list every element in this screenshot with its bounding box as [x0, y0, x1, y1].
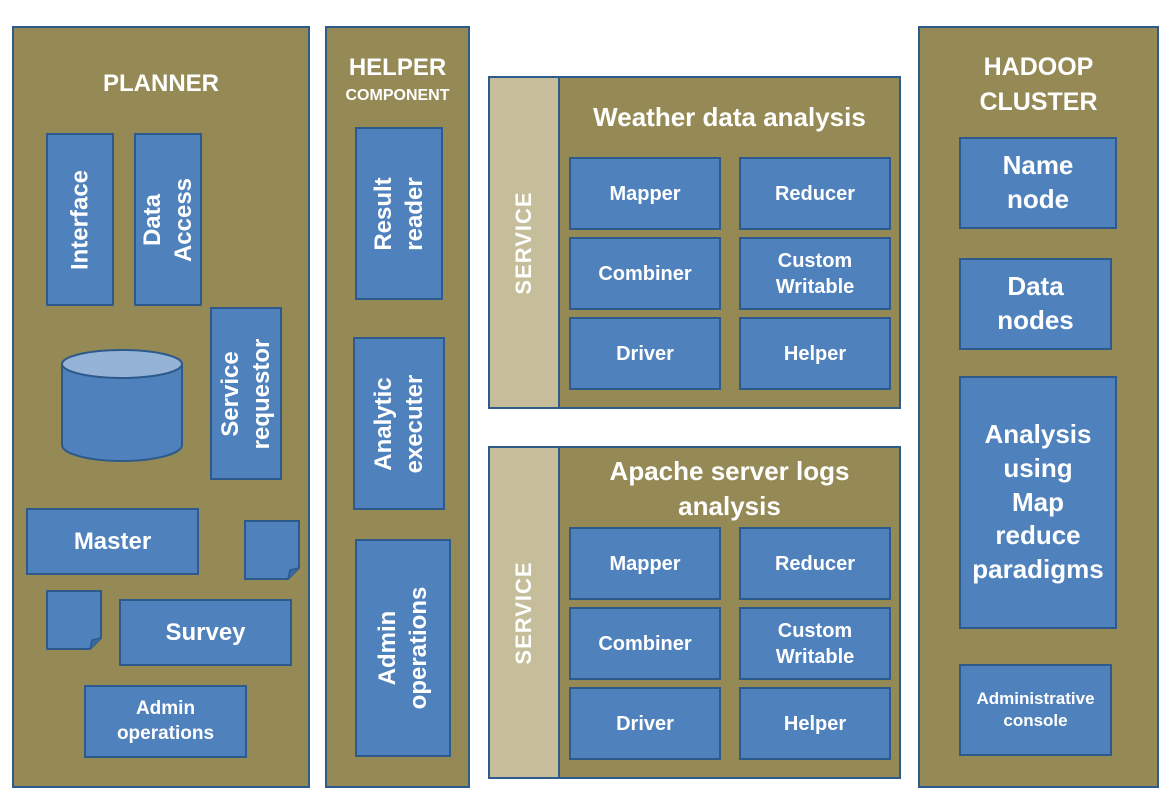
document-icon — [244, 520, 300, 580]
weather-title: Weather data analysis — [593, 102, 866, 132]
reducer-box: Reducer — [739, 527, 891, 600]
helper-subtitle: COMPONENT — [345, 87, 450, 104]
helper-box: Helper — [739, 687, 891, 760]
weather-service-panel: SERVICE Weather data analysis Mapper Red… — [488, 76, 901, 409]
database-icon — [61, 349, 183, 462]
data-access-box: Data Access — [134, 133, 202, 306]
planner-title: PLANNER — [102, 70, 219, 97]
mapper-box: Mapper — [569, 157, 721, 230]
service-requestor-box: Service requestor — [210, 307, 282, 480]
service-requestor-label: Service requestor — [216, 338, 275, 449]
document-icon — [46, 590, 102, 650]
combiner-box: Combiner — [569, 607, 721, 680]
apache-title: Apache server logs analysis — [609, 456, 850, 522]
hadoop-panel: HADOOP CLUSTER Name node Data nodes Anal… — [918, 26, 1159, 788]
administrative-console-box: Administrative console — [959, 664, 1112, 756]
helper-admin-operations-label: Admin operations — [373, 586, 432, 710]
apache-service-panel: SERVICE Apache server logs analysis Mapp… — [488, 446, 901, 779]
combiner-box: Combiner — [569, 237, 721, 310]
service-label: SERVICE — [511, 560, 536, 665]
name-node-box: Name node — [959, 137, 1117, 229]
interface-box: Interface — [46, 133, 114, 306]
driver-box: Driver — [569, 317, 721, 390]
analysis-box: Analysis using Map reduce paradigms — [959, 376, 1117, 629]
custom-writable-box: Custom Writable — [739, 237, 891, 310]
planner-panel: PLANNER Interface Data Access Service re… — [12, 26, 310, 788]
data-nodes-box: Data nodes — [959, 258, 1112, 350]
survey-box: Survey — [119, 599, 292, 666]
master-box: Master — [26, 508, 199, 575]
data-access-label: Data Access — [138, 177, 197, 262]
analytic-executer-box: Analytic executer — [353, 337, 445, 510]
result-reader-box: Result reader — [355, 127, 443, 300]
helper-admin-operations-box: Admin operations — [355, 539, 451, 757]
reducer-box: Reducer — [739, 157, 891, 230]
result-reader-label: Result reader — [369, 176, 428, 251]
helper-title: HELPER — [348, 54, 447, 81]
service-bar: SERVICE — [490, 78, 560, 407]
helper-panel: HELPER COMPONENT Result reader Analytic … — [325, 26, 470, 788]
service-bar: SERVICE — [490, 448, 560, 777]
planner-admin-operations-box: Admin operations — [84, 685, 247, 758]
service-label: SERVICE — [511, 190, 536, 295]
mapper-box: Mapper — [569, 527, 721, 600]
driver-box: Driver — [569, 687, 721, 760]
interface-label: Interface — [66, 169, 94, 270]
custom-writable-box: Custom Writable — [739, 607, 891, 680]
helper-box: Helper — [739, 317, 891, 390]
hadoop-title: HADOOP CLUSTER — [979, 53, 1098, 116]
analytic-executer-label: Analytic executer — [369, 374, 428, 473]
